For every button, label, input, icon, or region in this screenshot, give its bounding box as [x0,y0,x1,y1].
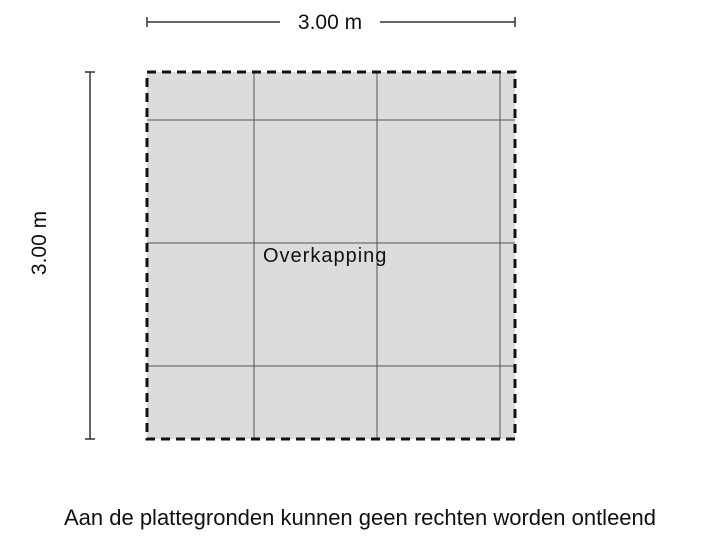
room-overkapping-area [147,72,515,439]
vertical-dimension-line [85,71,95,440]
room-label-overkapping: Overkapping [263,245,388,267]
roof-grid-lines [147,72,515,439]
room-dashed-outline [145,70,517,441]
height-dimension-label: 3.00 m [27,193,53,293]
disclaimer-text: Aan de plattegronden kunnen geen rechten… [63,505,657,530]
width-dimension-label: 3.00 m [280,10,380,36]
